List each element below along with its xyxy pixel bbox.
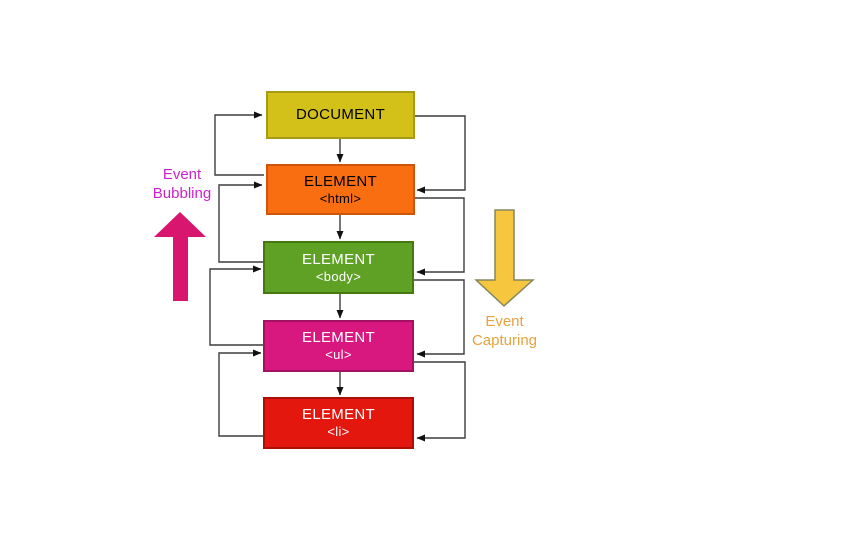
bubble-wire-html-to-document [214, 111, 264, 176]
event-bubbling-label-line2: Bubbling [152, 185, 212, 202]
node-element-li-label: ELEMENT [302, 406, 375, 423]
node-element-html: ELEMENT <html> [266, 164, 415, 215]
node-element-body: ELEMENT <body> [263, 241, 414, 294]
capture-wire-html-to-body [414, 197, 465, 276]
node-element-body-label: ELEMENT [302, 250, 375, 268]
node-element-li: ELEMENT <li> [263, 397, 414, 449]
node-element-body-tag: <body> [315, 268, 362, 284]
bubbling-wires [209, 111, 264, 437]
bubble-wire-li-to-ul [218, 349, 264, 437]
event-capturing-label-line1: Event [485, 313, 524, 330]
event-capturing-label: Event Capturing [462, 312, 547, 350]
event-bubbling-up-arrow-icon [154, 212, 206, 301]
bubble-wire-body-to-html [218, 181, 264, 263]
node-element-html-tag: <html> [319, 190, 362, 206]
capturing-wires [414, 115, 466, 442]
event-capturing-down-arrow-icon [474, 209, 535, 308]
node-element-li-tag: <li> [327, 424, 350, 439]
node-element-html-label: ELEMENT [304, 172, 377, 190]
event-capturing-label-line2: Capturing [471, 332, 538, 349]
capture-wire-body-to-ul [414, 279, 465, 358]
capture-wire-document-to-html [414, 115, 466, 194]
node-element-ul: ELEMENT <ul> [263, 320, 414, 372]
capture-wire-ul-to-li [414, 361, 466, 442]
event-bubbling-label-line1: Event [162, 166, 202, 183]
event-bubbling-label: Event Bubbling [142, 165, 222, 203]
node-document: DOCUMENT [266, 91, 415, 139]
node-element-ul-label: ELEMENT [302, 329, 375, 346]
node-element-ul-tag: <ul> [325, 347, 352, 362]
bubble-wire-ul-to-body [209, 265, 264, 346]
node-document-label: DOCUMENT [295, 106, 386, 123]
